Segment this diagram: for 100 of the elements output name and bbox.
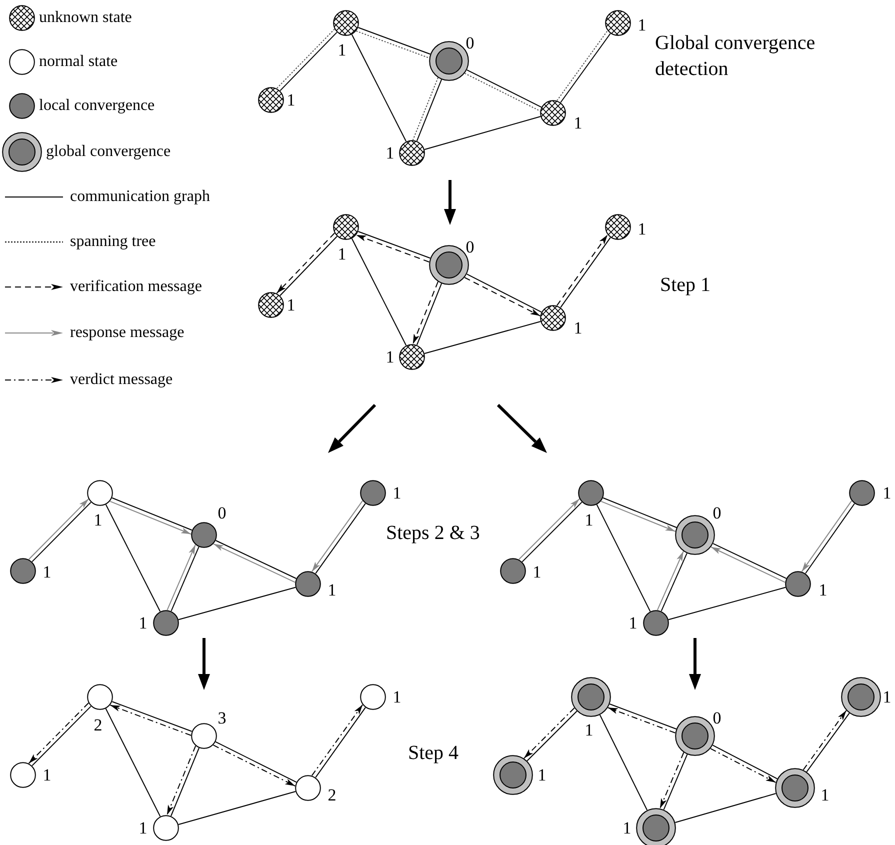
node-number: 1 — [882, 484, 892, 502]
node-number: 1 — [386, 144, 394, 162]
connector-line — [660, 552, 688, 612]
node-number: 1 — [628, 614, 638, 632]
hatched-circle — [399, 140, 425, 166]
node-number: 1 — [42, 766, 52, 784]
legend-text: unknown state — [39, 10, 132, 26]
node-number: 1 — [584, 722, 594, 738]
filled-circle — [10, 558, 36, 584]
node-number: 1 — [386, 348, 394, 366]
node-number: 1 — [574, 114, 582, 132]
empty-circle — [295, 775, 321, 801]
node-number: 1 — [574, 320, 582, 336]
node-number: 1 — [538, 766, 546, 784]
node-number: 1 — [94, 512, 102, 528]
connector-line — [674, 793, 776, 823]
node-number: 0 — [466, 238, 474, 256]
empty-circle — [10, 762, 36, 788]
hatched-circle — [333, 10, 359, 36]
node-number: 1 — [638, 16, 646, 34]
node-number: 1 — [584, 512, 594, 528]
hatched-circle — [258, 87, 284, 113]
filled-circle — [191, 522, 217, 548]
node-number: 0 — [466, 34, 474, 52]
connector-line — [609, 704, 677, 730]
step-caption: Global convergence detection — [655, 31, 816, 82]
hatched-circle — [333, 214, 359, 240]
filled-circle — [643, 610, 669, 636]
node-number: 1 — [818, 582, 828, 598]
ringed-circle — [675, 716, 715, 756]
connector-line — [105, 708, 161, 817]
node-number: 1 — [392, 688, 402, 706]
hatched-circle — [605, 214, 631, 240]
legend-text: verdict message — [70, 372, 173, 388]
ringed-circle — [841, 677, 881, 717]
message-arrow — [607, 707, 676, 734]
message-arrow — [412, 281, 438, 344]
hatched-circle — [540, 305, 566, 331]
node-number: 3 — [218, 710, 226, 726]
node-number: 1 — [638, 220, 646, 238]
connector-line — [351, 238, 407, 346]
node-number: 1 — [622, 820, 632, 836]
filled-circle — [578, 480, 604, 506]
connector-line — [596, 504, 651, 612]
node-number: 1 — [328, 582, 336, 598]
ringed-circle — [493, 755, 533, 795]
node-number: 1 — [882, 688, 892, 706]
node-number: 0 — [712, 504, 722, 522]
connector-line — [599, 714, 648, 811]
legend-text: local convergence — [39, 98, 155, 114]
connector-line — [170, 546, 200, 612]
node-number: 1 — [338, 42, 346, 58]
empty-circle — [153, 815, 179, 841]
empty-circle — [191, 723, 217, 749]
node-number: 1 — [42, 564, 52, 580]
connector-line — [178, 791, 296, 825]
node-number: 1 — [138, 614, 148, 632]
node-number: 1 — [532, 564, 542, 580]
legend-text: normal state — [39, 54, 118, 70]
connector-line — [105, 504, 161, 612]
hatched-circle — [605, 10, 631, 36]
hatched-circle — [540, 100, 566, 126]
node-number: 0 — [218, 504, 226, 522]
connector-line — [351, 34, 407, 142]
filled-circle — [785, 571, 811, 597]
node-number: 1 — [392, 484, 402, 502]
ringed-circle — [775, 768, 815, 808]
hatched-circle — [399, 344, 425, 370]
legend-text: verification message — [70, 279, 202, 295]
filled-circle — [360, 480, 386, 506]
message-arrow — [166, 544, 196, 611]
filled-circle — [153, 610, 179, 636]
ringed-circle — [675, 515, 715, 555]
legend-text: communication graph — [70, 189, 210, 205]
empty-circle — [87, 480, 113, 506]
connector-line — [416, 283, 442, 346]
node-number: 2 — [328, 786, 336, 804]
node-number: 1 — [820, 786, 830, 804]
ringed-circle — [571, 677, 611, 717]
node-number: 1 — [338, 246, 346, 262]
connector-line — [412, 77, 438, 140]
legend-text: response message — [70, 325, 184, 341]
node-number: 1 — [286, 296, 296, 314]
connector-line — [178, 586, 296, 620]
filled-circle — [295, 571, 321, 597]
filled-circle — [500, 558, 526, 584]
hatched-circle — [258, 292, 284, 318]
message-arrow — [656, 550, 684, 611]
connector-line — [416, 79, 442, 142]
legend-text: global convergence — [46, 144, 171, 160]
node-number: 1 — [138, 820, 148, 836]
empty-circle — [87, 684, 113, 710]
empty-circle — [360, 684, 386, 710]
connector-line — [424, 321, 541, 354]
filled-circle — [849, 480, 875, 506]
node-number: 2 — [94, 716, 102, 734]
node-number: 1 — [286, 92, 296, 108]
connector-line — [668, 586, 786, 620]
node-number: 0 — [712, 710, 722, 726]
step-caption: Steps 2 & 3 — [386, 521, 480, 546]
